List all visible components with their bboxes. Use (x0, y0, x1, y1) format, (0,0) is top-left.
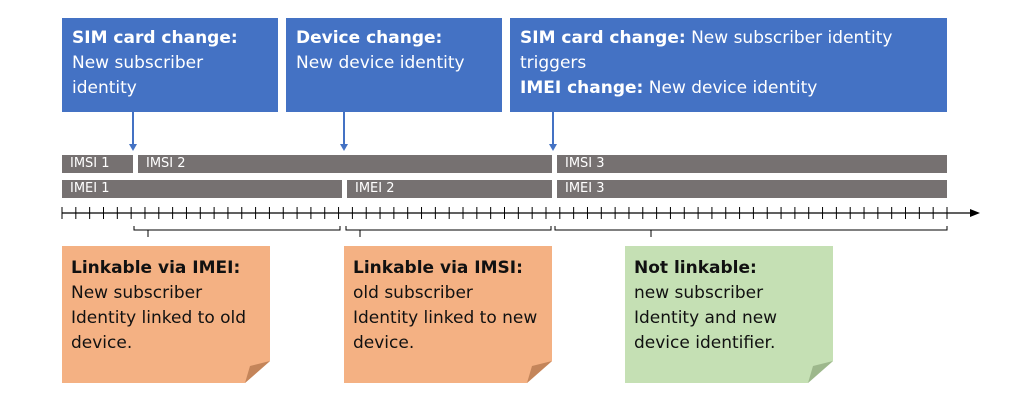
event-line: Device change: (296, 28, 443, 48)
imei-bar-1: IMEI 1 (62, 180, 342, 198)
imsi-bar-2: IMSI 2 (138, 155, 552, 173)
event-line: New subscriber (72, 53, 204, 73)
note-line: device identifier. (634, 333, 776, 353)
note-title: Not linkable: (634, 258, 757, 278)
time-axis-arrowhead (970, 209, 980, 217)
note-line: new subscriber (634, 283, 764, 303)
note-title: Linkable via IMSI: (353, 258, 523, 278)
arrow-head (549, 144, 557, 151)
note-linkable-via-imsi: Linkable via IMSI: old subscriber Identi… (344, 246, 552, 383)
event-sim-and-imei-change: SIM card change: New subscriber identity… (510, 18, 947, 112)
note-title: Linkable via IMEI: (71, 258, 241, 278)
note-not-linkable: Not linkable: new subscriber Identity an… (625, 246, 833, 383)
event-line: New device identity (296, 53, 465, 73)
event-line: identity (72, 78, 137, 98)
event-line: SIM card change: New subscriber identity (520, 28, 893, 48)
arrow-head (129, 144, 137, 151)
brace-imsi-link (345, 226, 552, 237)
note-line: old subscriber (353, 283, 473, 303)
note-line: Identity linked to old (71, 308, 247, 328)
event-device-change: Device change: New device identity (286, 18, 502, 112)
note-line: device. (71, 333, 133, 353)
event-line: triggers (520, 53, 587, 73)
note-line: Identity and new (634, 308, 778, 328)
brace-imei-link (133, 226, 341, 237)
arrow-head (340, 144, 348, 151)
note-line: New subscriber (71, 283, 203, 303)
event-line: IMEI change: New device identity (520, 78, 818, 98)
note-line: Identity linked to new (353, 308, 538, 328)
imei-bar-3: IMEI 3 (557, 180, 947, 198)
imei-bar-2: IMEI 2 (347, 180, 552, 198)
imsi-bar-3: IMSI 3 (557, 155, 947, 173)
brace-not-linkable (554, 226, 948, 237)
event-sim-change: SIM card change: New subscriber identity (62, 18, 278, 112)
note-line: device. (353, 333, 415, 353)
imsi-bar-1: IMSI 1 (62, 155, 133, 173)
note-linkable-via-imei: Linkable via IMEI: New subscriber Identi… (62, 246, 270, 383)
event-line: SIM card change: (72, 28, 238, 48)
